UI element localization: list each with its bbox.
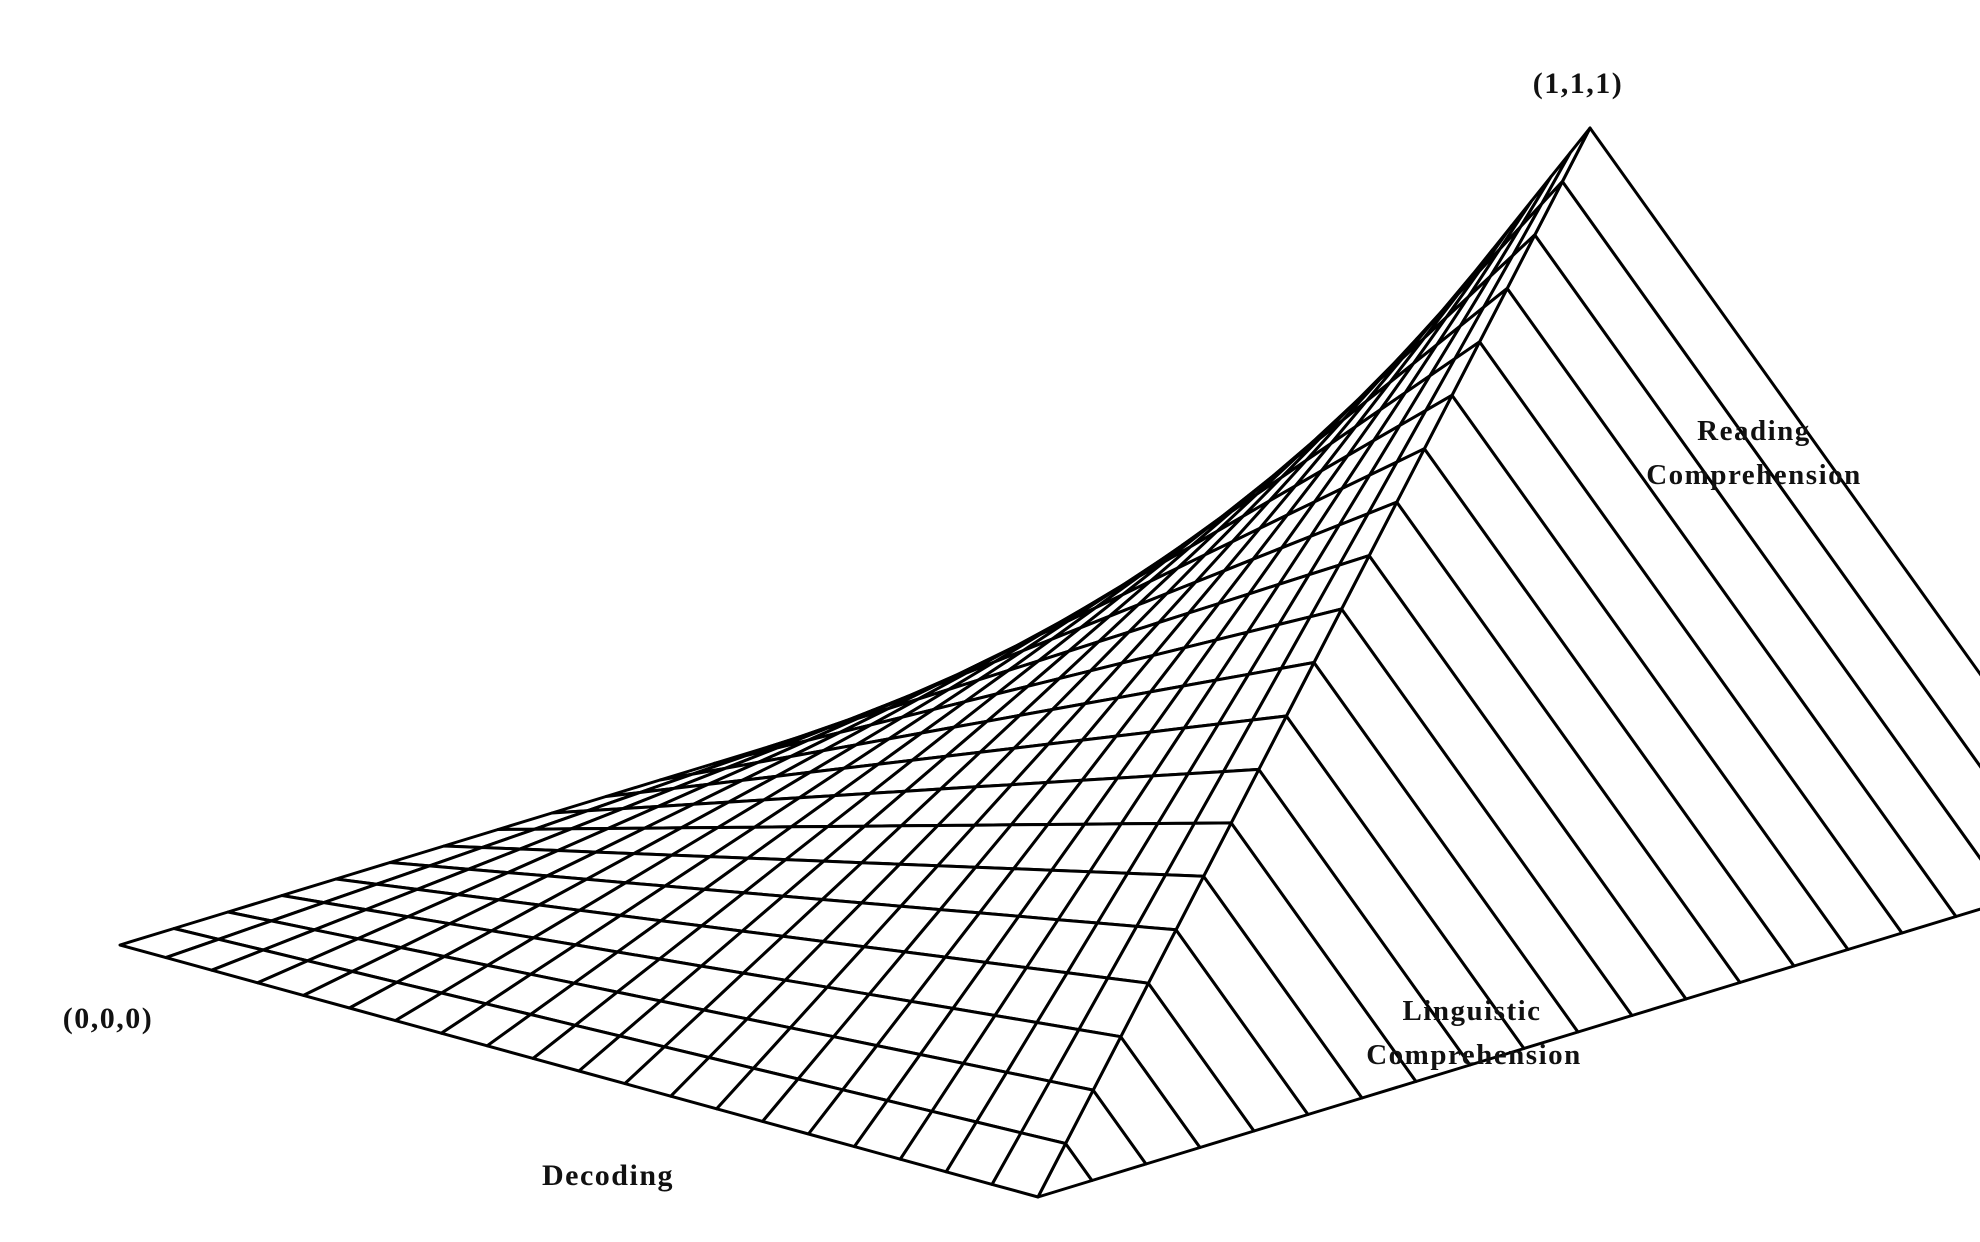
surface-cell	[990, 1131, 1068, 1199]
x-axis-label: Decoding	[542, 1159, 674, 1192]
apex-corner-label: (1,1,1)	[1533, 67, 1623, 100]
y-axis-label-line1: Linguistic	[1402, 995, 1541, 1027]
surface-mesh	[118, 126, 1980, 1199]
y-axis-label-line2: Comprehension	[1366, 1039, 1582, 1071]
origin-corner-label: (0,0,0)	[63, 1002, 153, 1035]
z-axis-label-line2: Comprehension	[1646, 459, 1862, 491]
z-axis-label-line1: Reading	[1697, 415, 1811, 447]
